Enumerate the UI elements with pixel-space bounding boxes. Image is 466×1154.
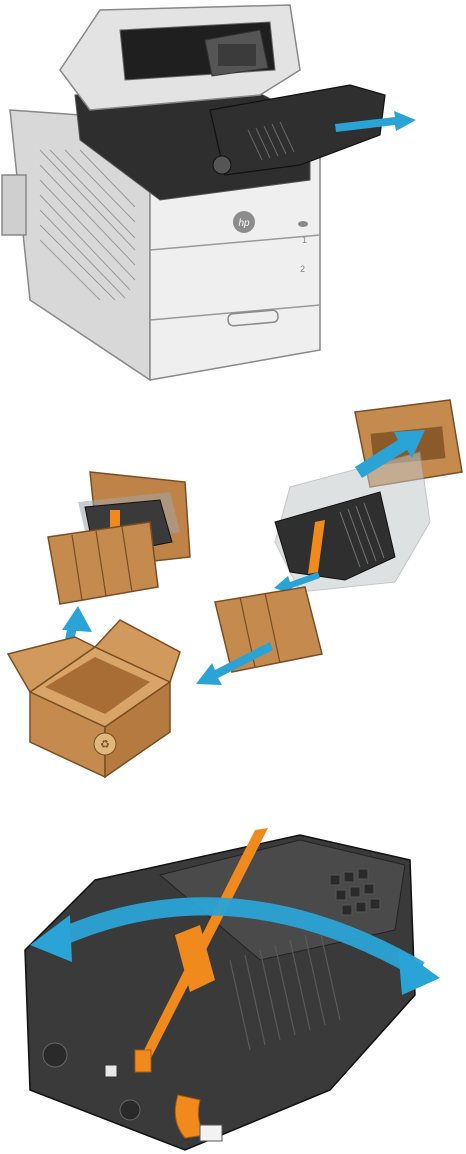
step-unpack-cartridge-illustration: ♻ bbox=[0, 392, 466, 782]
packed-cartridge bbox=[48, 472, 190, 604]
step-shake-cartridge-illustration bbox=[0, 820, 466, 1154]
toner-cartridge bbox=[25, 828, 415, 1150]
bagged-cartridge bbox=[275, 452, 430, 592]
printer: hp 1 2 bbox=[2, 5, 416, 380]
hp-logo-text: hp bbox=[238, 218, 250, 229]
tray-label-2: 2 bbox=[300, 264, 305, 274]
shipping-box: ♻ bbox=[8, 620, 180, 777]
tray-label-1: 1 bbox=[302, 235, 307, 245]
packing-end-cap-bottom bbox=[215, 587, 322, 672]
step-remove-cartridge-illustration: hp 1 2 bbox=[0, 0, 466, 385]
svg-text:♻: ♻ bbox=[100, 738, 110, 751]
